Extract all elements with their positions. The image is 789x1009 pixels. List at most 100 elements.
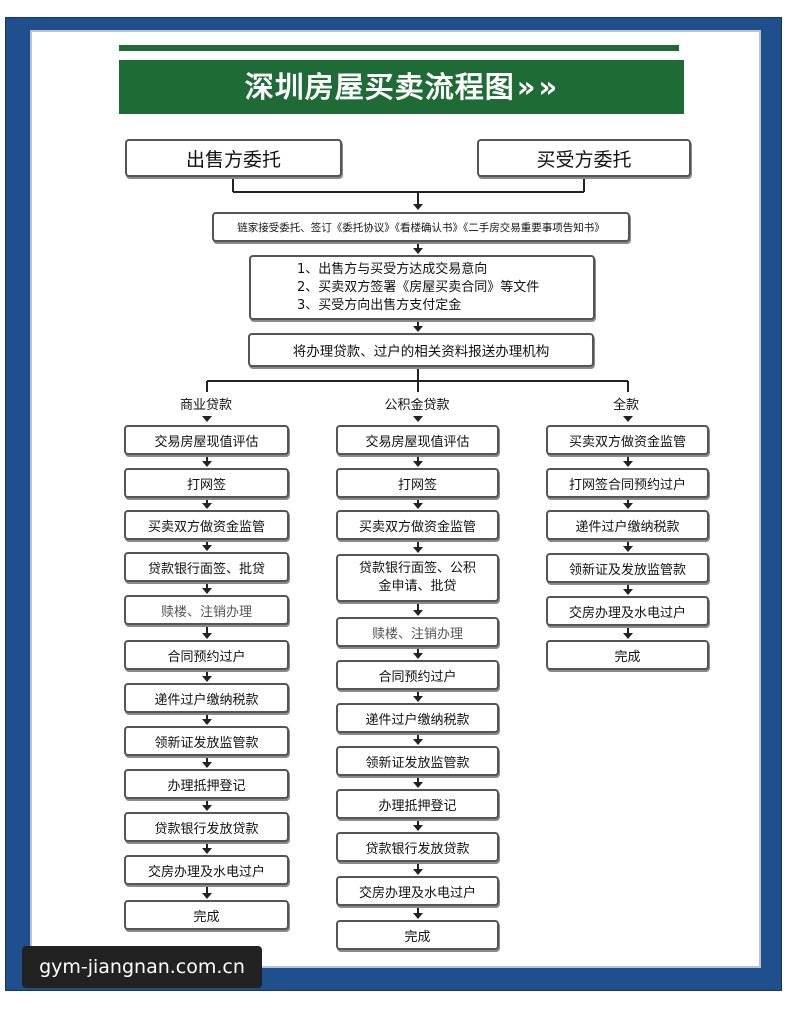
commercial-step-10-label: 贷款银行发放贷款 bbox=[154, 821, 259, 837]
arrowhead-icon-48 bbox=[413, 610, 423, 616]
commercial-step-9-label: 办理抵押登记 bbox=[167, 778, 246, 794]
fund-step-7-label: 递件过户缴纳税款 bbox=[365, 712, 470, 728]
commercial-step-11-label: 交房办理及水电过户 bbox=[147, 864, 265, 880]
buyer-entrust-box: 买受方委托 bbox=[477, 139, 691, 177]
commercial-step-6: 合同预约过户 bbox=[124, 640, 289, 670]
arrowhead-icon-17 bbox=[413, 416, 423, 422]
fund-step-1-label: 交易房屋现值评估 bbox=[365, 434, 470, 450]
fund-step-5-label: 赎楼、注销办理 bbox=[371, 626, 463, 642]
commercial-step-2: 打网签 bbox=[124, 468, 289, 498]
fund-step-2: 打网签 bbox=[336, 468, 499, 498]
deal-intent-box: 1、出售方与买受方达成交易意向 2、买卖双方签署《房屋买卖合同》等文件 3、买受… bbox=[249, 255, 595, 320]
commercial-loan-label: 商业贷款 bbox=[179, 398, 232, 413]
fund-step-11-label: 交房办理及水电过户 bbox=[358, 885, 476, 901]
arrowhead-icon-70 bbox=[623, 589, 633, 595]
deal-intent-line-2: 2、买卖双方签署《房屋买卖合同》等文件 bbox=[297, 279, 540, 295]
commercial-step-6-label: 合同预约过户 bbox=[167, 649, 246, 665]
commercial-step-12: 完成 bbox=[124, 900, 289, 930]
full-step-5-label: 交房办理及水电过户 bbox=[568, 605, 686, 621]
seller-entrust-label: 出售方委托 bbox=[185, 148, 281, 171]
arrowhead-icon-24 bbox=[202, 545, 212, 551]
seller-entrust-box: 出售方委托 bbox=[125, 139, 342, 177]
arrowhead-icon-20 bbox=[202, 461, 212, 467]
commercial-step-9: 办理抵押登记 bbox=[124, 769, 289, 799]
arrowhead-icon-26 bbox=[202, 588, 212, 594]
arrowhead-icon-7 bbox=[413, 248, 423, 254]
fund-step-5: 赎楼、注销办理 bbox=[336, 617, 499, 647]
full-payment-label: 全款 bbox=[612, 398, 639, 413]
commercial-step-5: 赎楼、注销办理 bbox=[124, 595, 289, 625]
title-arrows-icon: » bbox=[516, 70, 537, 104]
arrowhead-icon-62 bbox=[413, 913, 423, 919]
title-top-rule bbox=[119, 45, 679, 51]
submit-materials-box: 将办理贷款、过户的相关资料报送办理机构 bbox=[248, 333, 594, 367]
arrowhead-icon-30 bbox=[202, 676, 212, 682]
full-step-4-label: 领新证及发放监管款 bbox=[568, 562, 686, 578]
fund-step-6: 合同预约过户 bbox=[336, 660, 499, 690]
full-step-6: 完成 bbox=[546, 640, 709, 670]
arrowhead-icon-38 bbox=[202, 848, 212, 854]
agency-contract-box: 链家接受委托、签订《委托协议》《看楼确认书》《二手房交易重要事项告知书》 bbox=[212, 212, 630, 242]
commercial-step-8: 领新证发放监管款 bbox=[124, 726, 289, 756]
fund-step-10: 贷款银行发放贷款 bbox=[336, 832, 499, 862]
arrowhead-icon-66 bbox=[623, 503, 633, 509]
arrowhead-icon-60 bbox=[413, 869, 423, 875]
commercial-step-3-label: 买卖双方做资金监管 bbox=[147, 519, 265, 535]
full-step-3: 递件过户缴纳税款 bbox=[546, 510, 709, 540]
arrowhead-icon-36 bbox=[202, 805, 212, 811]
agency-contract-label: 链家接受委托、签订《委托协议》《看楼确认书》《二手房交易重要事项告知书》 bbox=[237, 221, 605, 234]
commercial-step-1: 交易房屋现值评估 bbox=[124, 425, 289, 455]
arrowhead-icon-9 bbox=[413, 326, 423, 332]
arrowhead-icon-32 bbox=[202, 719, 212, 725]
commercial-step-11: 交房办理及水电过户 bbox=[124, 855, 289, 885]
arrowhead-icon-56 bbox=[413, 782, 423, 788]
arrowhead-icon-44 bbox=[413, 503, 423, 509]
deal-intent-line-3: 3、买受方向出售方支付定金 bbox=[297, 297, 462, 313]
commercial-step-2-label: 打网签 bbox=[186, 477, 226, 493]
full-step-1-label: 买卖双方做资金监管 bbox=[568, 434, 686, 450]
fund-step-2-label: 打网签 bbox=[397, 477, 437, 493]
full-step-6-label: 完成 bbox=[614, 649, 641, 665]
fund-step-9: 办理抵押登记 bbox=[336, 789, 499, 819]
fund-step-8: 领新证发放监管款 bbox=[336, 746, 499, 776]
arrowhead-icon-58 bbox=[413, 825, 423, 831]
full-step-4: 领新证及发放监管款 bbox=[546, 553, 709, 583]
commercial-step-7: 递件过户缴纳税款 bbox=[124, 683, 289, 713]
page-title: 深圳房屋买卖流程图»» bbox=[119, 60, 684, 114]
commercial-step-7-label: 递件过户缴纳税款 bbox=[154, 692, 259, 708]
fund-step-3: 买卖双方做资金监管 bbox=[336, 510, 499, 540]
arrowhead-icon-72 bbox=[623, 633, 633, 639]
commercial-step-12-label: 完成 bbox=[193, 909, 220, 925]
arrowhead-icon-34 bbox=[202, 762, 212, 768]
commercial-step-10: 贷款银行发放贷款 bbox=[124, 812, 289, 842]
arrowhead-icon-42 bbox=[413, 461, 423, 467]
commercial-step-4-label: 贷款银行面签、批贷 bbox=[147, 561, 265, 577]
commercial-step-3: 买卖双方做资金监管 bbox=[124, 510, 289, 540]
commercial-step-8-label: 领新证发放监管款 bbox=[154, 735, 259, 751]
fund-step-4: 贷款银行面签、公积金申请、批贷 bbox=[336, 554, 499, 602]
full-step-1: 买卖双方做资金监管 bbox=[546, 425, 709, 455]
arrowhead-icon-68 bbox=[623, 546, 633, 552]
full-step-2-label: 打网签合同预约过户 bbox=[568, 477, 686, 493]
buyer-entrust-label: 买受方委托 bbox=[536, 148, 632, 171]
fund-loan-label: 公积金贷款 bbox=[384, 398, 450, 413]
arrowhead-icon-40 bbox=[202, 893, 212, 899]
fund-step-9-label: 办理抵押登记 bbox=[378, 798, 457, 814]
fund-step-11: 交房办理及水电过户 bbox=[336, 876, 499, 906]
fund-step-12: 完成 bbox=[336, 920, 499, 950]
deal-intent-line-1: 1、出售方与买受方达成交易意向 bbox=[297, 261, 488, 277]
arrowhead-icon-64 bbox=[623, 461, 633, 467]
commercial-step-5-label: 赎楼、注销办理 bbox=[160, 604, 252, 620]
fund-step-3-label: 买卖双方做资金监管 bbox=[358, 519, 476, 535]
commercial-step-4: 贷款银行面签、批贷 bbox=[124, 552, 289, 582]
fund-step-1: 交易房屋现值评估 bbox=[336, 425, 499, 455]
commercial-step-1-label: 交易房屋现值评估 bbox=[154, 434, 259, 450]
fund-step-10-label: 贷款银行发放贷款 bbox=[365, 841, 470, 857]
submit-materials-label: 将办理贷款、过户的相关资料报送办理机构 bbox=[292, 344, 550, 360]
arrowhead-icon-16 bbox=[202, 416, 212, 422]
fund-step-4-line-1: 贷款银行面签、公积 bbox=[358, 561, 476, 576]
fund-step-7: 递件过户缴纳税款 bbox=[336, 703, 499, 733]
arrowhead-icon-52 bbox=[413, 696, 423, 702]
full-step-2: 打网签合同预约过户 bbox=[546, 468, 709, 498]
